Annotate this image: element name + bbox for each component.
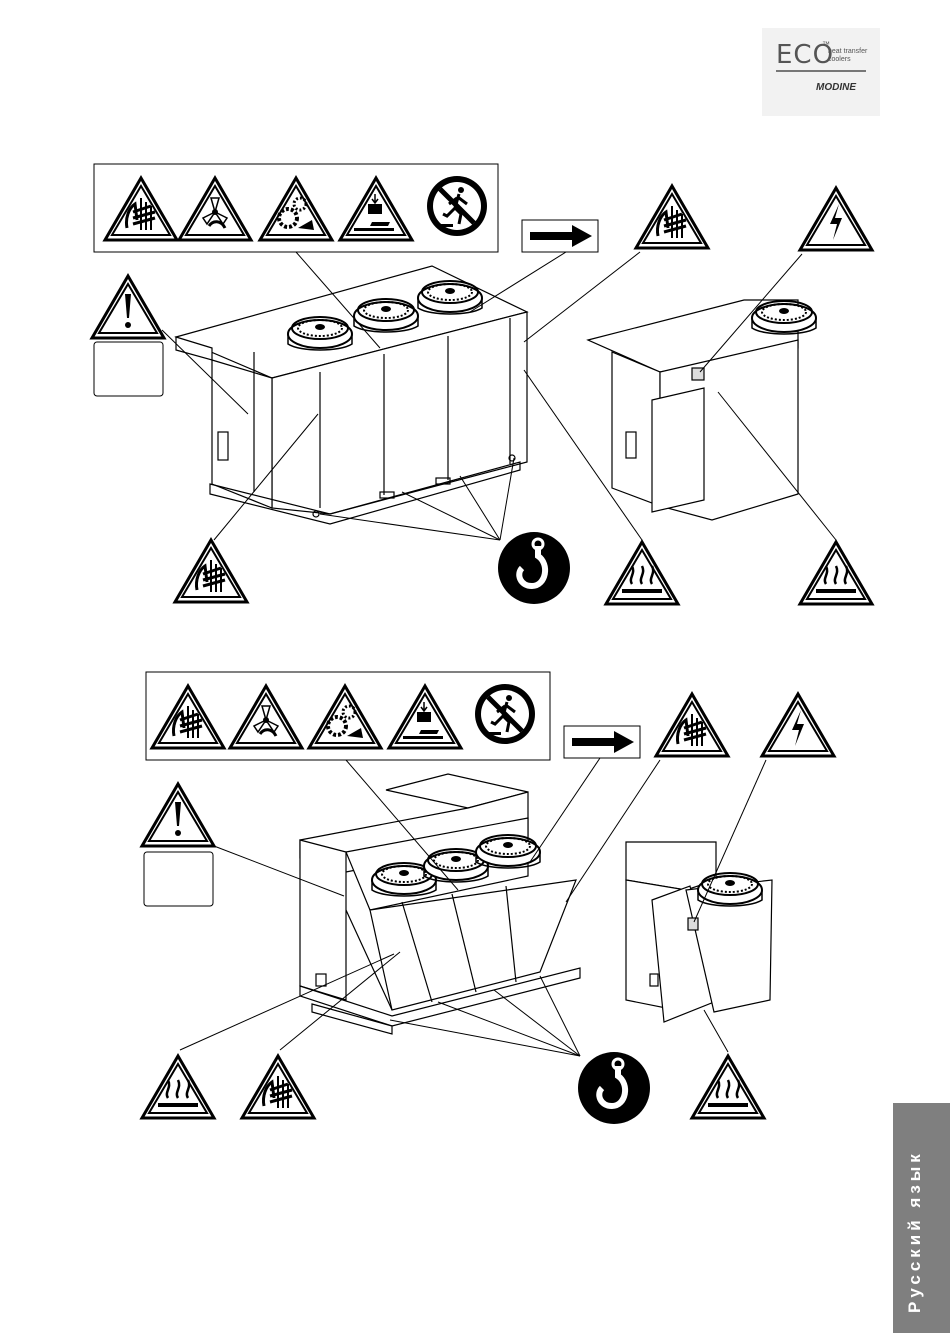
fan-icon [752,301,816,334]
hot-surface-hazard-icon [606,542,678,604]
no-step-icon [427,176,487,236]
warning-exclamation-icon [92,276,164,338]
fan-icon [476,835,540,868]
hot-surface-hazard-icon [692,1056,764,1118]
language-tab-label: Русский язык [905,1150,925,1313]
language-tab: Русский язык [893,1103,950,1333]
hot-surface-hazard-icon [142,1056,214,1118]
fan-icon [418,281,482,314]
hot-surface-hazard-icon [800,542,872,604]
fan-icon [698,873,762,906]
blank-label [144,852,213,906]
lifting-hook-icon [498,532,570,604]
electric-hazard-icon [762,694,834,756]
no-step-icon [475,684,535,744]
hand-hazard-icon [175,540,247,602]
hand-hazard-icon [636,186,708,248]
lifting-hook-icon [578,1052,650,1124]
fan-icon [288,317,352,350]
blank-label [94,342,163,396]
cooler-unit-bottom [300,774,580,1034]
hand-hazard-icon [656,694,728,756]
electric-hazard-icon [800,188,872,250]
hand-hazard-icon [242,1056,314,1118]
warning-exclamation-icon [142,784,214,846]
fan-icon [354,299,418,332]
cooler-unit-open-bottom [626,842,772,1022]
